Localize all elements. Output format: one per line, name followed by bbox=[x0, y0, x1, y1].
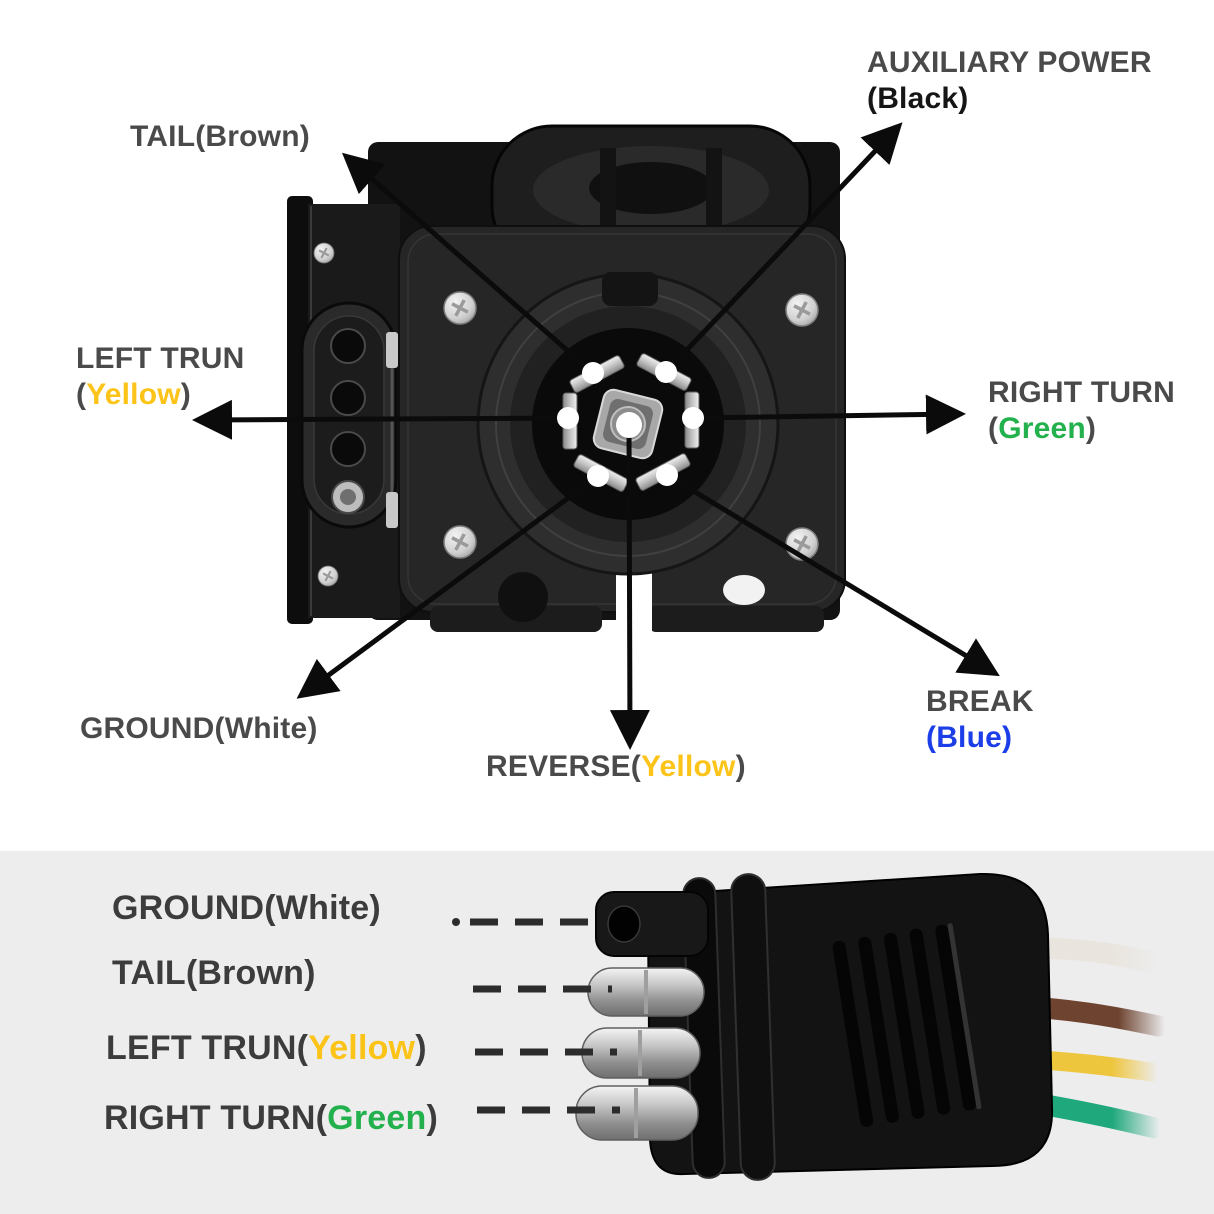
label-flat4-ground: GROUND(White) bbox=[112, 888, 381, 928]
connector-4flat-illustration bbox=[575, 872, 1169, 1181]
label-break-line2: (Blue) bbox=[926, 721, 1013, 754]
label-auxiliary-power: AUXILIARY POWER (Black) bbox=[867, 45, 1152, 117]
label-flat4-right-pre: RIGHT TURN( bbox=[104, 1099, 328, 1137]
arrow-break bbox=[665, 472, 1000, 677]
label-flat4-right-color-word: Green bbox=[327, 1099, 427, 1137]
paren: ) bbox=[415, 1029, 427, 1067]
label-flat4-left-color-word: Yellow bbox=[308, 1029, 416, 1067]
label-right-turn-line2: (Green) bbox=[988, 411, 1175, 447]
callout-arrows bbox=[192, 122, 1000, 750]
paren: ) bbox=[1085, 412, 1097, 445]
arrow-right-turn bbox=[692, 394, 966, 435]
grip-ribs bbox=[832, 923, 982, 1127]
label-right-turn-color-word: Green bbox=[998, 412, 1086, 445]
label-break: BREAK (Blue) bbox=[926, 684, 1034, 756]
paren: ( bbox=[988, 412, 999, 445]
label-flat4-right-turn: RIGHT TURN(Green) bbox=[104, 1098, 438, 1138]
paren: ) bbox=[180, 378, 191, 411]
flat4-holder bbox=[300, 301, 398, 529]
paren: ) bbox=[426, 1099, 438, 1137]
paren: ( bbox=[76, 378, 87, 411]
connector-7way-illustration bbox=[287, 124, 846, 634]
arrow-left-turn bbox=[192, 399, 569, 440]
label-left-turn-color-word: Yellow bbox=[86, 378, 181, 411]
label-flat4-left-turn: LEFT TRUN(Yellow) bbox=[106, 1028, 427, 1068]
arrow-reverse bbox=[609, 424, 650, 750]
arrow-tail bbox=[341, 152, 595, 375]
label-tail: TAIL(Brown) bbox=[130, 119, 310, 155]
label-left-turn-line1: LEFT TRUN bbox=[76, 342, 245, 375]
label-break-line1: BREAK bbox=[926, 685, 1034, 718]
label-ground-text: GROUND(White) bbox=[80, 712, 318, 745]
label-reverse-color-word: Yellow bbox=[640, 750, 736, 783]
label-left-turn-line2: (Yellow) bbox=[76, 377, 244, 413]
dashed-leader-dot bbox=[452, 918, 460, 926]
label-right-turn-line1: RIGHT TURN bbox=[988, 376, 1175, 409]
label-flat4-left-pre: LEFT TRUN( bbox=[106, 1029, 309, 1067]
label-tail-text: TAIL(Brown) bbox=[130, 120, 310, 153]
label-left-turn: LEFT TRUN (Yellow) bbox=[76, 341, 244, 413]
label-auxiliary-power-line1: AUXILIARY POWER bbox=[867, 46, 1152, 79]
arrow-ground bbox=[296, 473, 600, 699]
label-reverse: REVERSE(Yellow) bbox=[486, 749, 746, 785]
label-reverse-pre: REVERSE( bbox=[486, 750, 641, 783]
label-flat4-tail-text: TAIL(Brown) bbox=[112, 954, 316, 992]
label-right-turn: RIGHT TURN (Green) bbox=[988, 375, 1175, 447]
label-flat4-tail: TAIL(Brown) bbox=[112, 953, 316, 993]
dashed-leaders bbox=[470, 918, 620, 1114]
label-flat4-ground-text: GROUND(White) bbox=[112, 889, 381, 927]
arrow-auxiliary-power bbox=[664, 122, 903, 374]
paren: ) bbox=[735, 750, 746, 783]
pin-marker-dots bbox=[557, 361, 704, 487]
label-auxiliary-power-line2: (Black) bbox=[867, 82, 969, 115]
label-ground: GROUND(White) bbox=[80, 711, 318, 747]
